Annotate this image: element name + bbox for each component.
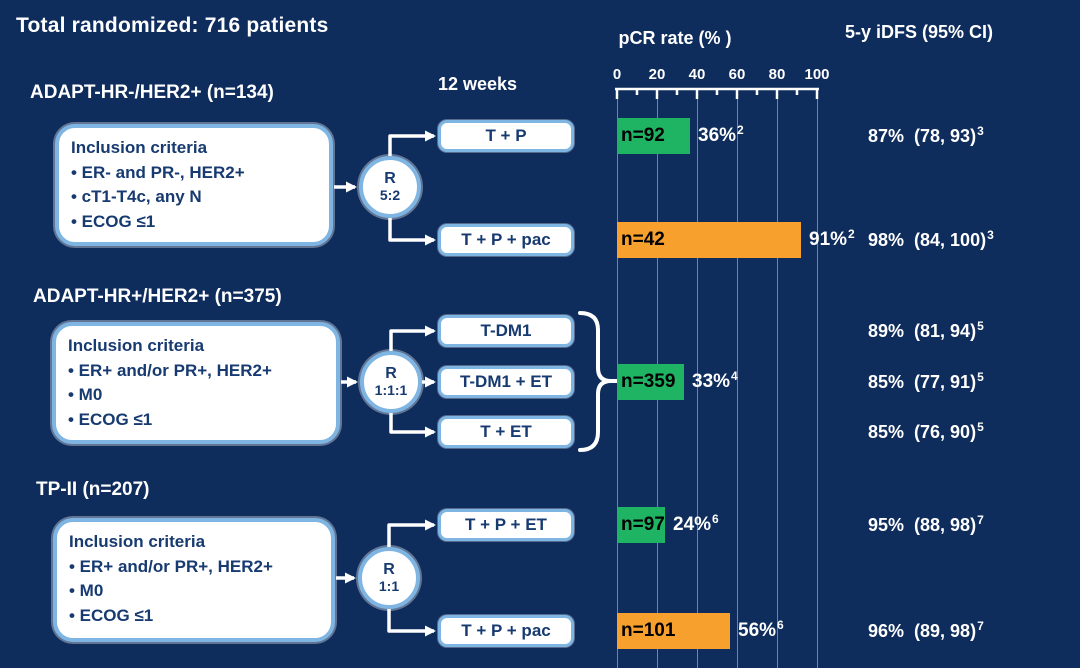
study3-inclusion-bullet: • ECOG ≤1 bbox=[69, 605, 154, 625]
study1-arm-box-tp: T + P bbox=[438, 120, 574, 152]
study3-bar-tpet: n=97 24%6 bbox=[617, 507, 719, 543]
bar-n-label: n=97 bbox=[621, 514, 665, 535]
axis-tick-60: 60 bbox=[728, 66, 746, 83]
study2-bar-pooled: n=359 33%4 bbox=[617, 364, 738, 400]
idfs-header: 5-y iDFS (95% CI) bbox=[845, 22, 994, 42]
axis-tick-0: 0 bbox=[612, 66, 622, 83]
study2-brace bbox=[578, 311, 619, 452]
pcr-axis bbox=[615, 87, 819, 99]
arm-label: T + P + pac bbox=[461, 230, 551, 249]
study2-arm-box-tdm1-et: T-DM1 + ET bbox=[438, 366, 574, 398]
study1-idfs-tppac: 98%(84, 100)3 bbox=[868, 228, 994, 250]
study3-inclusion-box: Inclusion criteria • ER+ and/or PR+, HER… bbox=[53, 518, 335, 642]
study2-inclusion-box: Inclusion criteria • ER+ and/or PR+, HER… bbox=[52, 322, 340, 444]
arm-label: T + P + pac bbox=[461, 621, 551, 640]
axis-tick-80: 80 bbox=[768, 66, 786, 83]
study1-inclusion-bullet: • ER- and PR-, HER2+ bbox=[71, 162, 245, 182]
arm-label: T + P bbox=[485, 126, 527, 145]
study2-idfs-tdm1-et: 85%(77, 91)5 bbox=[868, 370, 984, 392]
weeks-label: 12 weeks bbox=[438, 74, 518, 94]
pcr-rate-header: pCR rate (% ) bbox=[618, 28, 732, 48]
bar-pct-label: 24%6 bbox=[673, 511, 719, 535]
study1-idfs-tp: 87%(78, 93)3 bbox=[868, 124, 984, 146]
study1-header: ADAPT-HR-/HER2+ (n=134) bbox=[30, 82, 274, 103]
study1-bar-tppac: n=42 91%2 bbox=[617, 222, 855, 258]
study1-randomization-circle: R 5:2 bbox=[359, 156, 421, 218]
study1-bar-tp: n=92 36%2 bbox=[617, 118, 744, 154]
randomization-r: R bbox=[385, 365, 397, 383]
study2-arm-box-t-et: T + ET bbox=[438, 416, 574, 448]
study3-idfs-tppac: 96%(89, 98)7 bbox=[868, 619, 984, 641]
bar-n-label: n=359 bbox=[621, 371, 676, 392]
gridline-100 bbox=[817, 97, 818, 668]
arm-label: T + ET bbox=[480, 422, 532, 441]
study2-idfs-tdm1: 89%(81, 94)5 bbox=[868, 319, 984, 341]
study3-inclusion-bullet: • M0 bbox=[69, 581, 104, 601]
bar-pct-label: 36%2 bbox=[698, 122, 744, 146]
study3-arm-box-tpet: T + P + ET bbox=[438, 509, 574, 541]
study2-inclusion-title: Inclusion criteria bbox=[68, 336, 205, 355]
randomization-r: R bbox=[384, 170, 396, 188]
study3-header: TP-II (n=207) bbox=[36, 479, 150, 500]
study2-header: ADAPT-HR+/HER2+ (n=375) bbox=[33, 286, 282, 307]
bar-pct-label: 91%2 bbox=[809, 226, 855, 250]
study2-inclusion-bullet: • ECOG ≤1 bbox=[68, 409, 153, 429]
randomization-ratio: 1:1:1 bbox=[374, 382, 408, 399]
gridline-80 bbox=[777, 97, 778, 668]
study2-arm-box-tdm1: T-DM1 bbox=[438, 315, 574, 347]
study3-idfs-tpet: 95%(88, 98)7 bbox=[868, 513, 984, 535]
study3-bar-tppac: n=101 56%6 bbox=[617, 613, 784, 649]
arm-label: T-DM1 bbox=[480, 321, 532, 340]
arm-label: T + P + ET bbox=[465, 515, 547, 534]
axis-tick-100: 100 bbox=[804, 66, 830, 83]
study2-randomization-circle: R 1:1:1 bbox=[360, 351, 422, 413]
bar-n-label: n=101 bbox=[621, 620, 676, 641]
study3-inclusion-bullet: • ER+ and/or PR+, HER2+ bbox=[69, 556, 273, 576]
bar-n-label: n=92 bbox=[621, 125, 665, 146]
randomization-ratio: 5:2 bbox=[379, 187, 401, 204]
axis-tick-40: 40 bbox=[688, 66, 706, 83]
page-title: Total randomized: 716 patients bbox=[16, 14, 329, 37]
study1-inclusion-bullet: • cT1-T4c, any N bbox=[71, 187, 202, 207]
study1-inclusion-title: Inclusion criteria bbox=[71, 138, 208, 157]
bar-pct-label: 56%6 bbox=[738, 617, 784, 641]
study1-inclusion-bullet: • ECOG ≤1 bbox=[71, 211, 156, 231]
gridline-60 bbox=[737, 97, 738, 668]
study3-randomization-circle: R 1:1 bbox=[358, 547, 420, 609]
bar-pct-label: 33%4 bbox=[692, 368, 738, 392]
study1-inclusion-box: Inclusion criteria • ER- and PR-, HER2+ … bbox=[55, 124, 333, 246]
study2-inclusion-bullet: • M0 bbox=[68, 385, 103, 405]
study2-idfs-t-et: 85%(76, 90)5 bbox=[868, 420, 984, 442]
axis-tick-20: 20 bbox=[648, 66, 666, 83]
arm-label: T-DM1 + ET bbox=[459, 372, 553, 391]
randomization-ratio: 1:1 bbox=[378, 578, 400, 595]
bar-n-label: n=42 bbox=[621, 229, 665, 250]
study3-arm-box-tppac: T + P + pac bbox=[438, 615, 574, 647]
gridline-40 bbox=[697, 97, 698, 668]
study2-inclusion-bullet: • ER+ and/or PR+, HER2+ bbox=[68, 360, 272, 380]
study3-inclusion-title: Inclusion criteria bbox=[69, 532, 206, 551]
study1-arm-box-tppac: T + P + pac bbox=[438, 224, 574, 256]
randomization-r: R bbox=[383, 561, 395, 579]
